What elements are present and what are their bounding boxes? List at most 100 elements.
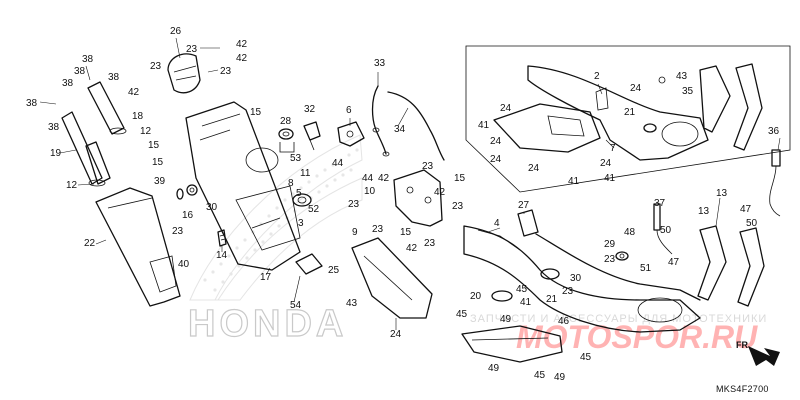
callout: 35 bbox=[682, 86, 694, 97]
callout: 24 bbox=[490, 136, 502, 147]
callout: 5 bbox=[296, 188, 302, 199]
callout: 27 bbox=[518, 200, 530, 211]
callout: 3 bbox=[298, 218, 304, 229]
callout: 36 bbox=[768, 126, 780, 137]
callout: 45 bbox=[580, 352, 592, 363]
callout: 29 bbox=[604, 239, 616, 250]
callout: 28 bbox=[280, 116, 292, 127]
callout: 41 bbox=[520, 297, 532, 308]
gasket-27 bbox=[517, 209, 539, 237]
callout: 23 bbox=[348, 199, 360, 210]
honda-logo-watermark: HONDA bbox=[188, 303, 347, 345]
callout: 42 bbox=[128, 87, 140, 98]
clamp-21 bbox=[540, 268, 560, 280]
callout: 25 bbox=[328, 265, 340, 276]
callout: 45 bbox=[516, 284, 528, 295]
watermark-brand: MOTOSPOR.RU bbox=[516, 319, 758, 355]
callout: 48 bbox=[624, 227, 636, 238]
cables-33-34 bbox=[371, 85, 445, 161]
callout: 54 bbox=[290, 300, 302, 311]
callout: 23 bbox=[422, 161, 434, 172]
callout: 49 bbox=[500, 314, 512, 325]
callout: 26 bbox=[170, 26, 182, 37]
diagram-code: MKS4F2700 bbox=[716, 384, 769, 394]
callout: 38 bbox=[48, 122, 60, 133]
callout: 17 bbox=[260, 272, 272, 283]
callout: 24 bbox=[528, 163, 540, 174]
callout: 50 bbox=[746, 218, 758, 229]
callout: 4 bbox=[494, 218, 500, 229]
stay-9 bbox=[351, 237, 433, 319]
callout: 42 bbox=[236, 39, 248, 50]
callout: 30 bbox=[570, 273, 582, 284]
callout: 12 bbox=[140, 126, 152, 137]
callout: 6 bbox=[346, 105, 352, 116]
callout: 15 bbox=[400, 227, 412, 238]
sensor-32 bbox=[303, 121, 321, 151]
lower-heat-shield-lower bbox=[461, 325, 563, 363]
callout: 46 bbox=[558, 316, 570, 327]
callout: 23 bbox=[452, 201, 464, 212]
callout: 42 bbox=[236, 53, 248, 64]
clamp-20 bbox=[491, 290, 513, 302]
callout: 21 bbox=[624, 107, 636, 118]
bracket-25 bbox=[295, 253, 323, 275]
callout: 32 bbox=[304, 104, 316, 115]
callout: 8 bbox=[288, 178, 294, 189]
callout: 2 bbox=[594, 71, 600, 82]
bracket-6 bbox=[337, 121, 365, 147]
callout: 43 bbox=[346, 298, 358, 309]
end-cap-26 bbox=[167, 53, 201, 94]
callout: 30 bbox=[206, 202, 218, 213]
callout: 23 bbox=[372, 224, 384, 235]
sensor-36 bbox=[769, 149, 781, 217]
callout: 24 bbox=[600, 158, 612, 169]
gasket-29 bbox=[615, 251, 629, 261]
callout: 10 bbox=[364, 186, 376, 197]
callout: 24 bbox=[490, 154, 502, 165]
callout: 38 bbox=[62, 78, 74, 89]
silencer-pipe-19 bbox=[61, 111, 111, 187]
callout: 21 bbox=[546, 294, 558, 305]
callout: 24 bbox=[390, 329, 402, 340]
callout: 53 bbox=[290, 153, 302, 164]
callout: 15 bbox=[152, 157, 164, 168]
callout: 50 bbox=[660, 225, 672, 236]
callout: 16 bbox=[182, 210, 194, 221]
callout: 24 bbox=[630, 83, 642, 94]
callout: 9 bbox=[352, 227, 358, 238]
callout: 38 bbox=[74, 66, 86, 77]
callout: 15 bbox=[250, 107, 262, 118]
callout: 45 bbox=[456, 309, 468, 320]
callout: 18 bbox=[132, 111, 144, 122]
callout: 34 bbox=[394, 124, 406, 135]
callout: 20 bbox=[470, 291, 482, 302]
callout: 33 bbox=[374, 58, 386, 69]
muffler-body-17 bbox=[185, 101, 301, 271]
callout: 41 bbox=[478, 120, 490, 131]
callout: 51 bbox=[640, 263, 652, 274]
callout: 45 bbox=[534, 370, 546, 381]
front-direction-label: FR. bbox=[736, 340, 751, 350]
callout: 49 bbox=[554, 372, 566, 383]
callout: 19 bbox=[50, 148, 62, 159]
callout: 12 bbox=[66, 180, 78, 191]
sensor-37 bbox=[653, 203, 673, 255]
callout: 23 bbox=[186, 44, 198, 55]
pipe-band-18 bbox=[87, 81, 127, 135]
callout: 44 bbox=[362, 173, 374, 184]
left-heat-shield-22 bbox=[95, 187, 181, 307]
leader-lines bbox=[39, 37, 781, 330]
joint-28-53 bbox=[278, 128, 295, 153]
callout-labels: 26 23 42 42 23 23 42 38 38 38 38 38 38 1… bbox=[26, 26, 780, 383]
callout: 11 bbox=[300, 168, 311, 179]
callout: 14 bbox=[216, 250, 228, 261]
front-direction-arrow bbox=[748, 346, 780, 366]
callout: 15 bbox=[454, 173, 466, 184]
gasket-14 bbox=[217, 229, 227, 247]
callout: 23 bbox=[424, 238, 436, 249]
upper-assembly-inset bbox=[465, 45, 791, 193]
washer-16-30 bbox=[176, 184, 198, 200]
callout: 47 bbox=[740, 204, 752, 215]
